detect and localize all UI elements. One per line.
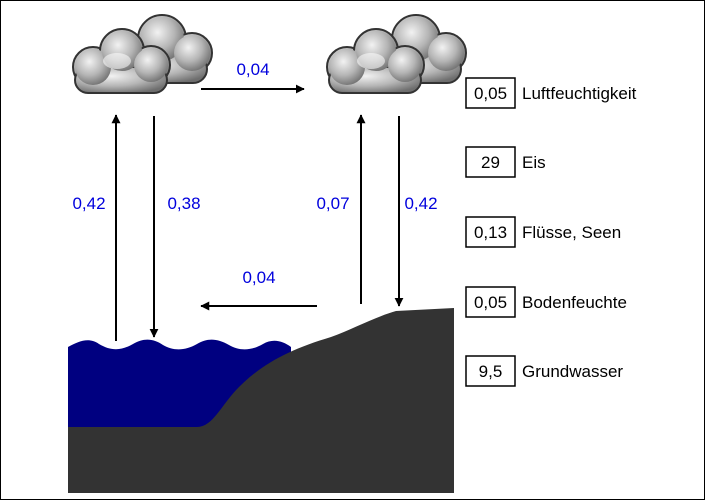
flow-label-ocean-evaporation: 0,42 (72, 194, 105, 213)
legend-value-box (465, 286, 516, 318)
flow-label-ocean-precipitation: 0,38 (167, 194, 200, 213)
cloud-icon-land (326, 14, 467, 94)
legend-item: 29 Eis (465, 146, 546, 178)
legend-value-box (465, 77, 516, 109)
legend-label: Eis (522, 153, 546, 172)
legend-value: 9,5 (479, 362, 503, 381)
legend-value-box (465, 355, 516, 387)
legend-label: Grundwasser (522, 362, 623, 381)
legend-value: 29 (481, 153, 500, 172)
legend-item: 9,5 Grundwasser (465, 355, 623, 387)
legend-label: Bodenfeuchte (522, 293, 627, 312)
legend-value: 0,05 (474, 293, 507, 312)
flow-label-land-precipitation: 0,42 (404, 194, 437, 213)
legend: 0,05 Luftfeuchtigkeit 29 Eis 0,13 Flüsse… (465, 77, 637, 387)
legend-label: Luftfeuchtigkeit (522, 84, 637, 103)
flow-label-land-evaporation: 0,07 (316, 194, 349, 213)
legend-item: 0,13 Flüsse, Seen (465, 216, 621, 248)
legend-item: 0,05 Bodenfeuchte (465, 286, 627, 318)
legend-value-box (465, 146, 516, 178)
legend-value: 0,13 (474, 223, 507, 242)
flow-label-atmosphere-transport: 0,04 (236, 60, 269, 79)
legend-label: Flüsse, Seen (522, 223, 621, 242)
legend-value: 0,05 (474, 84, 507, 103)
land-ground (68, 308, 454, 493)
legend-value-box (465, 216, 516, 248)
cloud-icon-ocean (72, 14, 213, 94)
legend-item: 0,05 Luftfeuchtigkeit (465, 77, 637, 109)
flow-label-runoff: 0,04 (242, 268, 275, 287)
